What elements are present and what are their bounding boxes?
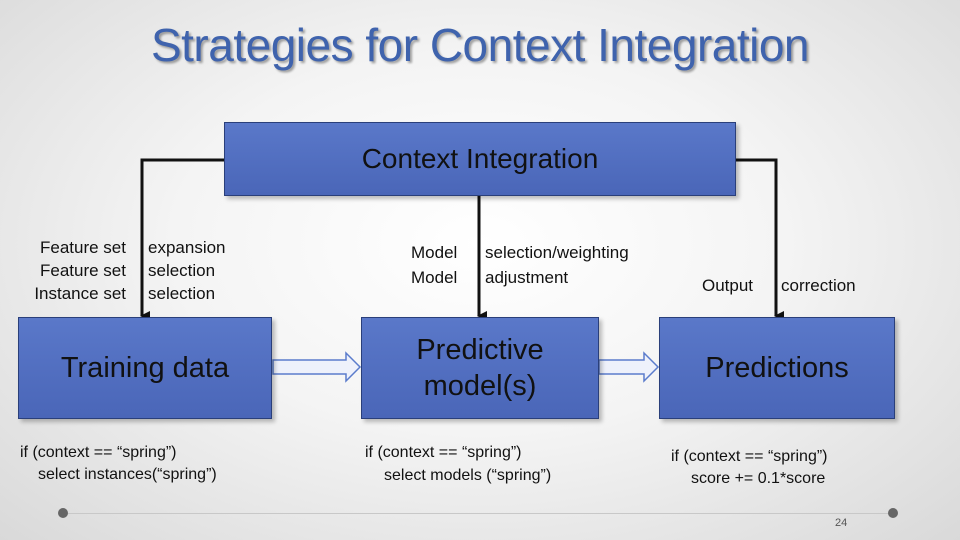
left-labels-col1: Feature set Feature set Instance set xyxy=(22,236,126,305)
mid-label-1a: Model xyxy=(411,243,458,262)
predictive-model-box: Predictive model(s) xyxy=(361,317,599,419)
left-label-1a: Feature set xyxy=(40,238,126,257)
model-code-line-1: if (context == “spring”) xyxy=(365,444,522,461)
right-connector-arrow xyxy=(734,158,784,321)
mid-labels-col1: Model Model xyxy=(411,240,457,290)
predictions-box: Predictions xyxy=(659,317,895,419)
mid-labels-col2: selection/weighting adjustment xyxy=(485,240,629,290)
left-label-1b: expansion xyxy=(148,238,226,257)
left-connector-arrow xyxy=(140,158,224,321)
training-data-box: Training data xyxy=(18,317,272,419)
predictions-code-line-1: if (context == “spring”) xyxy=(671,448,828,465)
right-label-correction: correction xyxy=(781,276,856,295)
page-number: 24 xyxy=(835,517,848,529)
left-label-3b: selection xyxy=(148,284,216,303)
mid-label-2a: Model xyxy=(411,268,458,287)
predictive-model-label-2: model(s) xyxy=(423,370,537,402)
left-label-2a: Feature set xyxy=(40,261,126,280)
training-data-label: Training data xyxy=(60,352,230,384)
left-labels-col2: expansion selection selection xyxy=(148,236,258,305)
mid-label-2b: adjustment xyxy=(485,268,569,287)
right-label-output: Output xyxy=(702,276,754,295)
predictive-model-label-1: Predictive xyxy=(416,334,544,366)
mid-label-1b: selection/weighting xyxy=(485,243,629,262)
left-label-3a: Instance set xyxy=(34,284,126,303)
model-code-snippet: if (context == “spring”) select models (… xyxy=(365,441,551,487)
left-label-2b: selection xyxy=(148,261,216,280)
flow-arrow-2 xyxy=(598,351,660,383)
model-code-line-2: select models (“spring”) xyxy=(384,467,552,484)
footer-left-dot xyxy=(58,508,68,518)
training-code-snippet: if (context == “spring”) select instance… xyxy=(20,442,217,486)
context-integration-label: Context Integration xyxy=(361,143,599,174)
training-code-line-2: select instances(“spring”) xyxy=(38,466,217,483)
footer-right-dot xyxy=(888,508,898,518)
predictions-label: Predictions xyxy=(705,352,849,384)
context-integration-box: Context Integration xyxy=(224,122,736,196)
training-code-line-1: if (context == “spring”) xyxy=(20,444,177,461)
slide-title: Strategies for Context Integration xyxy=(150,19,810,71)
footer-rule xyxy=(68,513,890,514)
predictions-code-snippet: if (context == “spring”) score += 0.1*sc… xyxy=(671,446,828,490)
predictions-code-line-2: score += 0.1*score xyxy=(691,470,826,487)
flow-arrow-1 xyxy=(272,351,362,383)
